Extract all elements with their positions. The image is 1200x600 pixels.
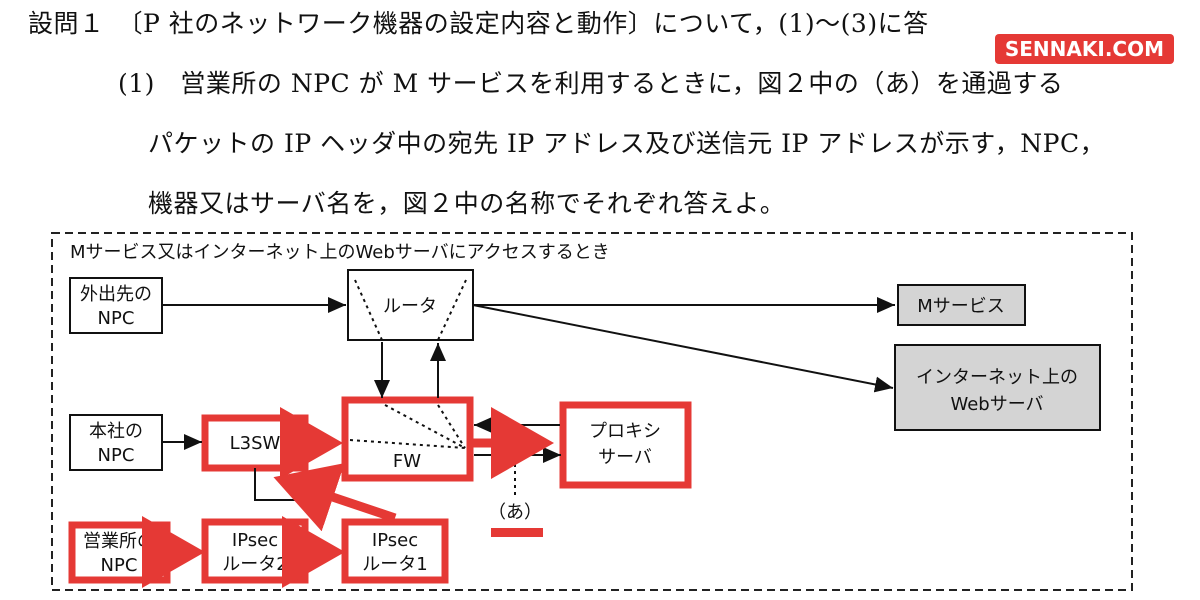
highlight-arrows	[142, 407, 554, 588]
ipsec-router-2-box: IPsec ルータ2	[201, 518, 309, 584]
svg-text:プロキシ: プロキシ	[589, 421, 661, 442]
svg-text:ルータ: ルータ	[383, 296, 437, 317]
svg-text:外出先の: 外出先の	[80, 284, 152, 305]
proxy-server-box: プロキシ サーバ	[559, 401, 692, 489]
svg-text:NPC: NPC	[98, 445, 135, 466]
m-service-box: Mサービス	[897, 284, 1026, 326]
svg-text:IPsec: IPsec	[232, 530, 278, 551]
svg-text:インターネット上の: インターネット上の	[916, 367, 1078, 388]
marker-underline	[491, 528, 543, 537]
svg-text:本社の: 本社の	[89, 421, 143, 442]
ipsec-router-1-box: IPsec ルータ1	[341, 518, 449, 584]
question-line-3: 機器又はサーバ名を，図２中の名称でそれぞれ答えよ。	[148, 189, 786, 218]
diagram-frame	[51, 232, 1133, 591]
fw-box: FW	[341, 396, 474, 482]
router-box: ルータ	[347, 269, 474, 341]
watermark: SENNAKI.COM	[994, 34, 1174, 64]
svg-text:IPsec: IPsec	[372, 530, 418, 551]
question-line-1: (1) 営業所の NPC が M サービスを利用するときに，図２中の（あ）を通過…	[118, 69, 1064, 98]
svg-text:営業所の: 営業所の	[83, 531, 155, 552]
svg-text:NPC: NPC	[101, 555, 138, 576]
web-server-box: インターネット上の Webサーバ	[894, 344, 1101, 431]
marker-a: （あ）	[488, 502, 542, 523]
external-npc-box: 外出先の NPC	[69, 277, 163, 334]
question-header: 設問１ 〔P 社のネットワーク機器の設定内容と動作〕について，(1)〜(3)に答	[28, 9, 929, 38]
svg-text:サーバ: サーバ	[598, 447, 652, 468]
svg-text:ルータ2: ルータ2	[222, 554, 287, 575]
svg-text:Mサービス: Mサービス	[917, 296, 1005, 317]
diagram-title: Mサービス又はインターネット上のWebサーバにアクセスするとき	[70, 242, 610, 263]
svg-text:NPC: NPC	[98, 308, 135, 329]
svg-text:L3SW: L3SW	[230, 433, 281, 454]
svg-text:FW: FW	[393, 451, 421, 472]
svg-text:Webサーバ: Webサーバ	[950, 394, 1043, 415]
question-line-2: パケットの IP ヘッダ中の宛先 IP アドレス及び送信元 IP アドレスが示す…	[148, 129, 1106, 158]
l3sw-box: L3SW	[201, 414, 309, 472]
svg-text:ルータ1: ルータ1	[362, 554, 427, 575]
hq-npc-box: 本社の NPC	[69, 414, 163, 471]
branch-npc-box: 営業所の NPC	[68, 521, 171, 584]
